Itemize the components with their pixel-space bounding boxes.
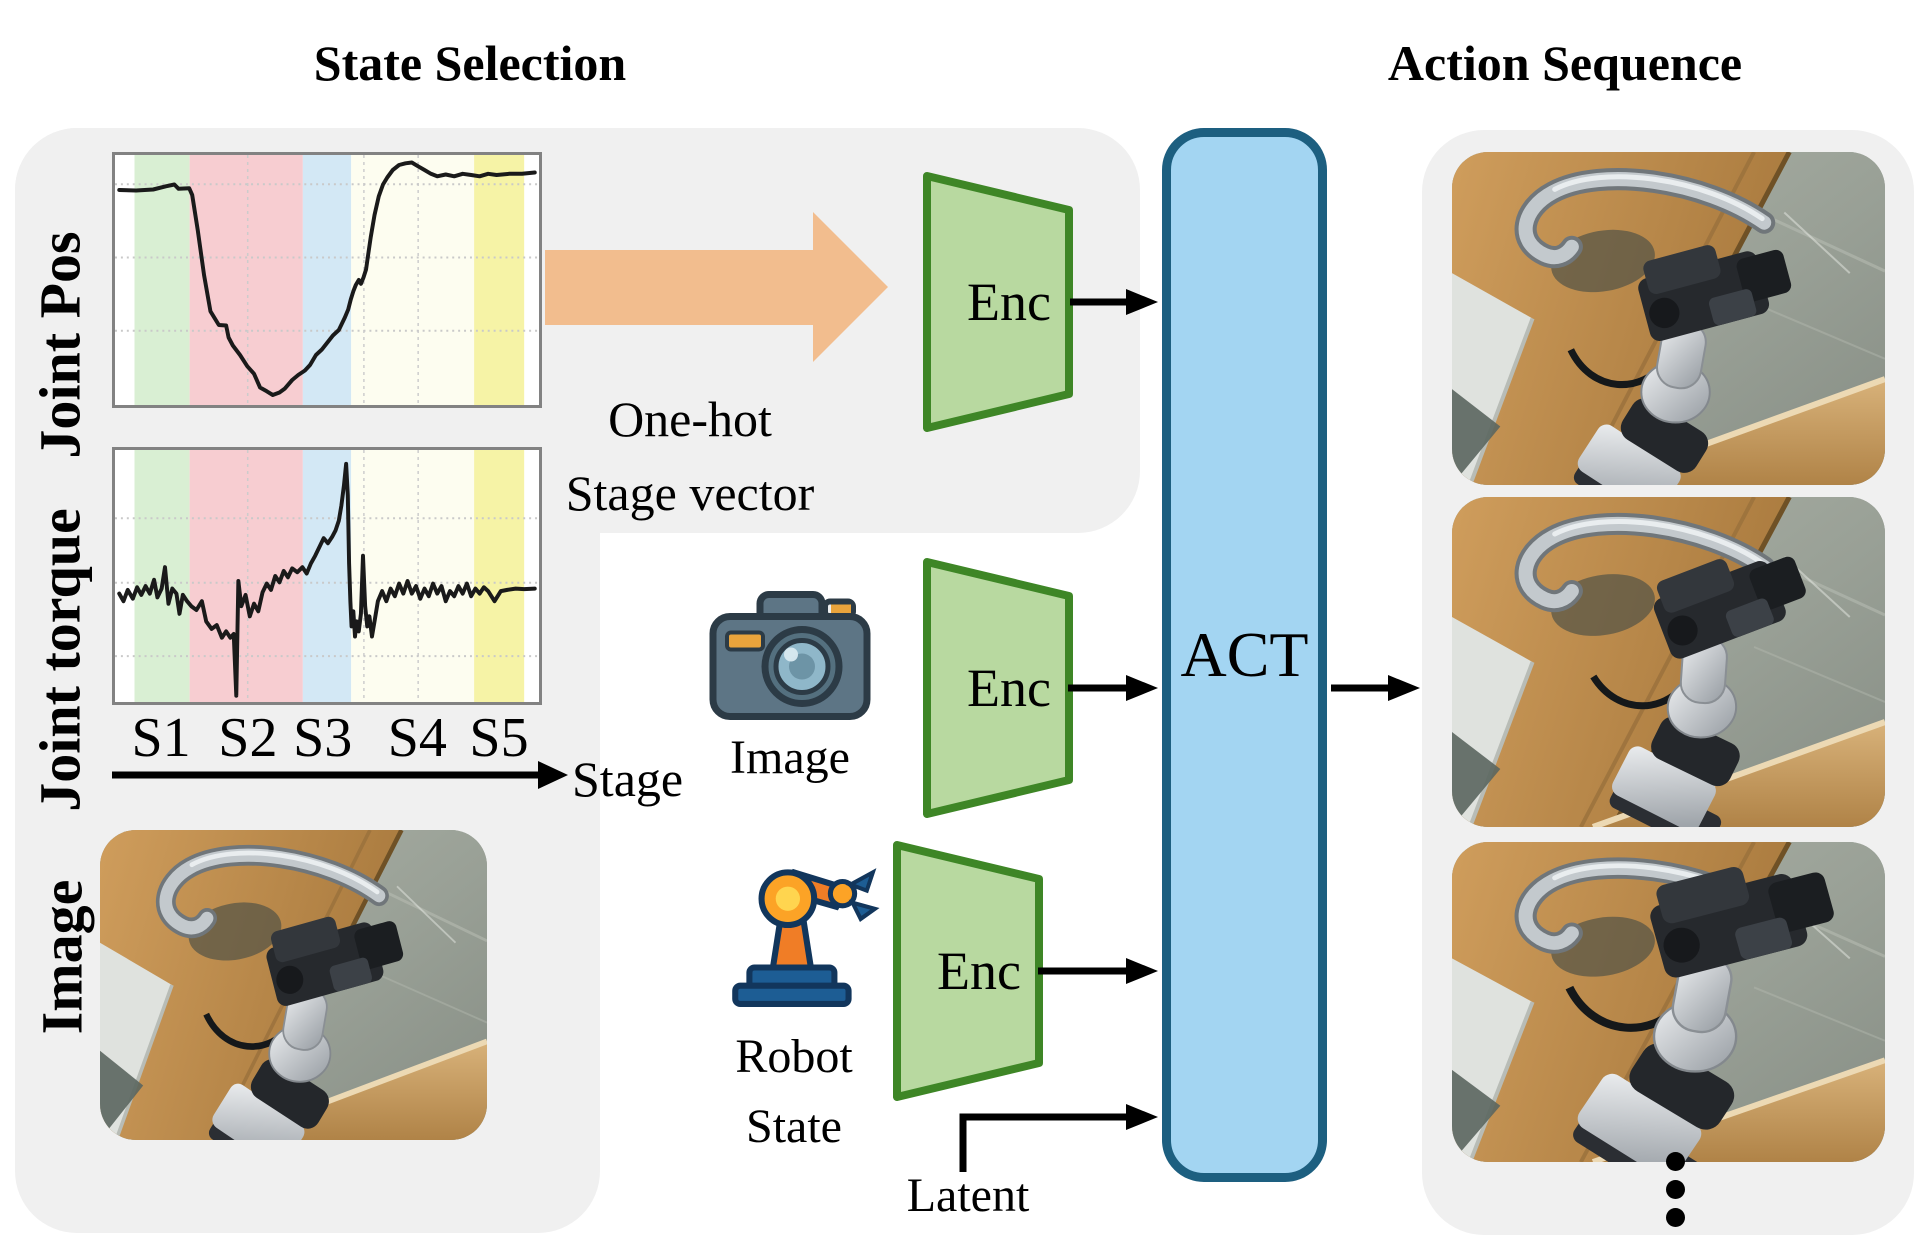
stage-axis-title: Stage [572,751,684,807]
stage-tick-label-s5: S5 [469,707,529,769]
robot-door-scene [100,830,487,1140]
image-encoder-block: Enc [923,558,1073,818]
action-frame-1 [1452,152,1885,485]
ellipsis-dot [1665,1180,1685,1199]
state-selection-title: State Selection [313,35,627,91]
stage-encoder-block: Enc [923,172,1073,432]
stage-encoder-label: Enc [967,272,1051,332]
ellipsis-dot [1665,1208,1685,1227]
robot-door-scene [1452,842,1885,1162]
robot-door-scene [1452,152,1885,485]
joint-pos-plot [112,152,542,408]
state-image-photo [100,830,487,1140]
act-label: ACT [1180,619,1309,690]
image-encoder-label: Enc [967,658,1051,718]
robot-state-encoder-label: Enc [937,941,1021,1001]
joint-pos-axis-label: Joint Pos [27,231,93,459]
one-hot-label-line1: One-hot [608,391,772,447]
act-block: ACT [1162,128,1327,1182]
robot-arm-icon [732,868,880,1007]
robot-state-label: Robot State [694,1022,894,1162]
ellipsis-dots [1660,1152,1690,1236]
stage-tick-label-s2: S2 [218,707,278,769]
camera-image-label: Image [730,731,850,784]
one-hot-label-line2: Stage vector [565,465,815,521]
camera-icon [709,591,871,720]
image-axis-label: Image [29,879,95,1035]
robot-state-label-line1: Robot [735,1030,853,1083]
action-frame-3 [1452,842,1885,1162]
action-frame-2 [1452,497,1885,827]
robot-state-encoder-block: Enc [893,841,1043,1101]
stage-tick-label-s4: S4 [387,707,447,769]
ellipsis-dot [1665,1152,1685,1171]
latent-label: Latent [906,1169,1030,1222]
stage-tick-label-s1: S1 [131,707,191,769]
one-hot-arrow [545,212,888,362]
latent-to-act-arrow [959,1113,1128,1172]
action-sequence-title: Action Sequence [1387,35,1743,91]
stage-axis-arrow [112,761,568,789]
one-hot-stage-vector-label: One-hot Stage vector [440,382,940,530]
robot-door-scene [1452,497,1885,827]
stage-tick-label-s3: S3 [293,707,353,769]
robot-state-label-line2: State [746,1100,842,1153]
joint-torque-plot [112,447,542,705]
joint-torque-axis-label: Joint torque [27,508,93,812]
